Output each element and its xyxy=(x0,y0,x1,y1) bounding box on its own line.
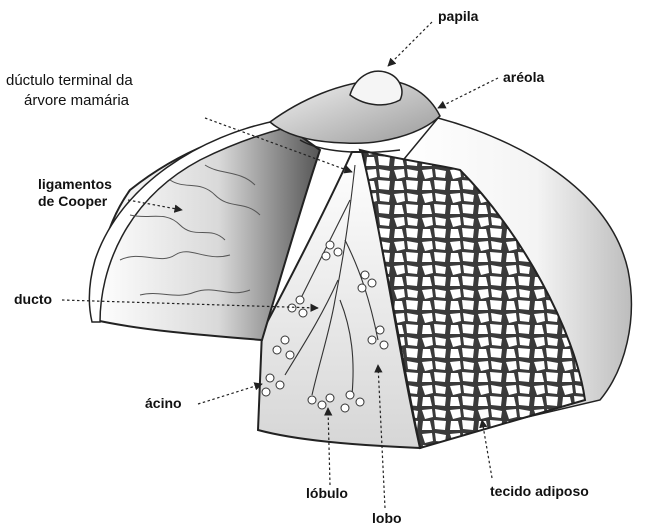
label-acino: ácino xyxy=(145,395,182,412)
papilla xyxy=(350,71,402,105)
label-areola: aréola xyxy=(503,69,544,86)
label-tecido-adiposo: tecido adiposo xyxy=(490,483,589,500)
label-papila: papila xyxy=(438,8,478,25)
label-ligamentos-line1: ligamentos xyxy=(38,176,112,193)
label-ductulo-line1: dúctulo terminal da xyxy=(6,72,133,89)
label-lobo: lobo xyxy=(372,510,402,527)
label-lobulo: lóbulo xyxy=(306,485,348,502)
label-ducto: ducto xyxy=(14,291,52,308)
label-ligamentos-line2: de Cooper xyxy=(38,193,107,210)
label-ductulo-line2: árvore mamária xyxy=(24,92,129,109)
